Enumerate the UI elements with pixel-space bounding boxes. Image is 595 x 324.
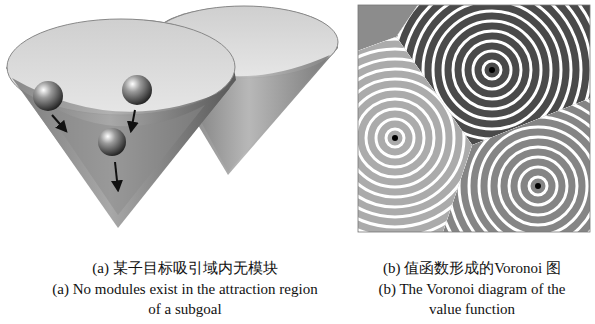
caption-text: (b) The Voronoi diagram of the value fun…: [378, 279, 566, 319]
caption-text: (a) 某子目标吸引域内无模块: [35, 258, 335, 278]
contour-ring: [473, 51, 511, 89]
left-funnel: [6, 19, 236, 228]
contour-ring: [379, 27, 595, 324]
panel-border: [358, 5, 590, 232]
caption-text: (b) 值函数形成的Voronoi 图: [362, 258, 582, 278]
contour-ring: [336, 79, 454, 197]
contour-ring: [499, 147, 577, 225]
contour-ring: [463, 41, 521, 99]
contour-ring: [479, 127, 595, 245]
contour-ring: [356, 99, 434, 177]
subgoal-dot: [535, 183, 541, 189]
subgoal-dot: [489, 67, 495, 73]
contour-ring: [439, 87, 595, 285]
contour-ring: [509, 157, 567, 215]
contour-ring: [483, 61, 501, 79]
voronoi-cell: [293, 0, 595, 269]
contour-ring: [409, 57, 595, 315]
contour-ring: [303, 0, 595, 259]
subgoal-dot: [392, 135, 398, 141]
contour-ring: [449, 97, 595, 275]
contour-ring: [519, 167, 557, 205]
contour-ring: [386, 129, 404, 147]
module-ball: [33, 75, 152, 156]
voronoi-cell: [358, 5, 418, 51]
contour-ring: [349, 0, 595, 324]
contour-ring: [326, 69, 464, 207]
contour-ring: [489, 137, 587, 235]
voronoi-cell: [339, 0, 595, 324]
contour-ring: [339, 0, 595, 324]
contour-ring: [433, 11, 551, 129]
contour-ring: [346, 89, 444, 187]
contour-ring: [376, 119, 414, 157]
contour-ring: [443, 21, 541, 119]
contour-ring: [369, 17, 595, 324]
motion-arrow: [52, 110, 135, 190]
contour-ring: [293, 0, 595, 269]
caption-text: (a) No modules exist in the attraction r…: [45, 279, 325, 319]
contour-ring: [529, 177, 547, 195]
contour-ring: [459, 107, 595, 265]
contour-ring: [359, 7, 595, 324]
contour-ring: [366, 109, 424, 167]
contour-ring: [389, 37, 595, 324]
contour-ring: [469, 117, 595, 255]
contour-ring: [453, 31, 531, 109]
contour-ring: [316, 59, 474, 217]
